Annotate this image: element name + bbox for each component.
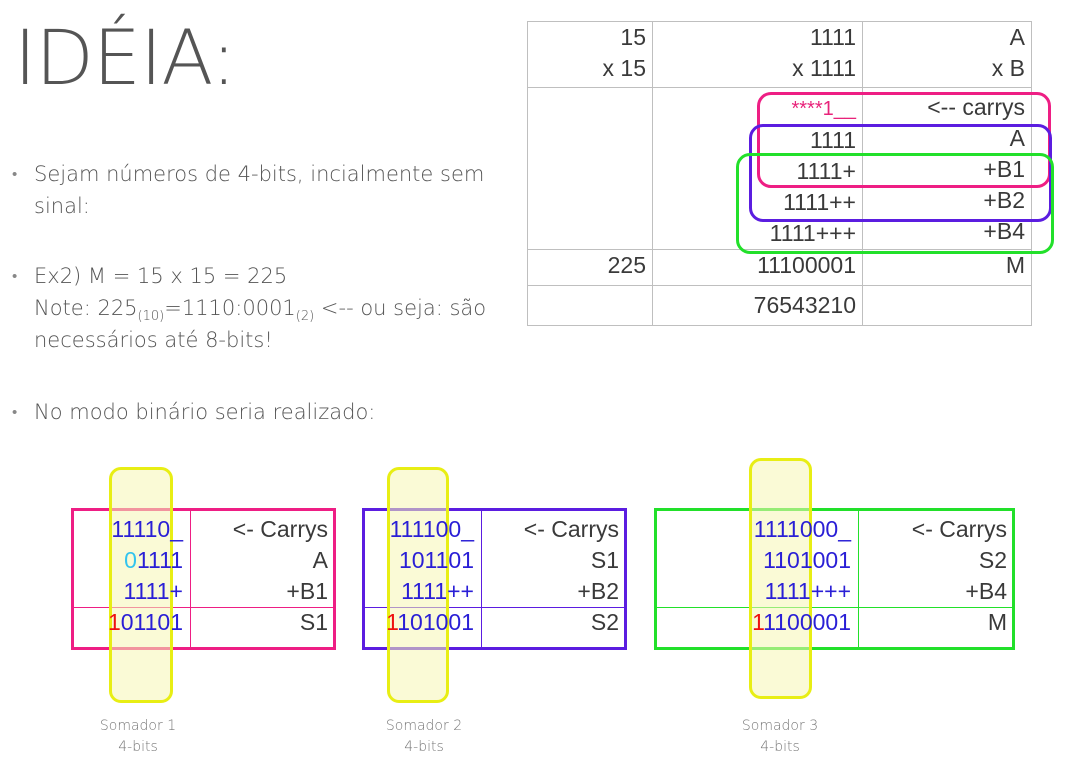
table-row: 111100_<- Carrys (389, 516, 619, 542)
divider (481, 511, 482, 647)
bullet-1-line1: Sejam números de 4-bits, incialmente sem (34, 162, 485, 186)
b2-highlight-purple (749, 124, 1052, 222)
table-row: 1111++++B4 (764, 578, 1007, 604)
bullet-dot: • (12, 267, 18, 285)
table-row: 11110_<- Carrys (111, 516, 328, 542)
table-cell (862, 285, 1032, 326)
table-cell (527, 87, 653, 250)
table-cell: 76543210 (652, 285, 863, 326)
divider (858, 511, 859, 647)
divider (190, 511, 191, 647)
bullet-1-line2: sinal: (34, 194, 90, 218)
adder-3-column (749, 458, 812, 699)
bullet-2-line3: necessários até 8-bits! (34, 328, 273, 352)
bullet-2-line2: Note: 225(10)=1110:0001(2) <-- ou seja: … (34, 296, 487, 324)
table-cell: <-- carrys A +B1 +B2 +B4 (862, 87, 1032, 250)
table-row: 1111++B1 (123, 578, 328, 604)
table-cell (527, 285, 653, 326)
bullet-2-line1: Ex2) M = 15 x 15 = 225 (34, 264, 288, 288)
bullet-dot: • (12, 165, 18, 183)
divider (657, 607, 1012, 608)
bullet-dot: • (12, 403, 18, 421)
table-cell: 225 (527, 249, 653, 286)
adder-2-column (387, 467, 449, 703)
b4-highlight-green (736, 153, 1054, 254)
table-cell: 11100001 (652, 249, 863, 286)
table-row: 1111000_<- Carrys (753, 516, 1007, 542)
table-row: 225 11100001 M (527, 249, 1032, 286)
table-row: 76543210 (527, 285, 1032, 326)
bullet-3-line1: No modo binário seria realizado: (34, 400, 376, 424)
divider (365, 607, 624, 608)
slide-title: IDÉIA: (14, 13, 237, 102)
adder-1-box (71, 508, 336, 650)
divider (74, 607, 333, 608)
table-cell: M (862, 249, 1032, 286)
adder-1-column (109, 467, 173, 703)
table-row: 1111+++B2 (401, 578, 619, 604)
adder-2-box (362, 508, 627, 650)
adder-3-box (654, 508, 1015, 650)
